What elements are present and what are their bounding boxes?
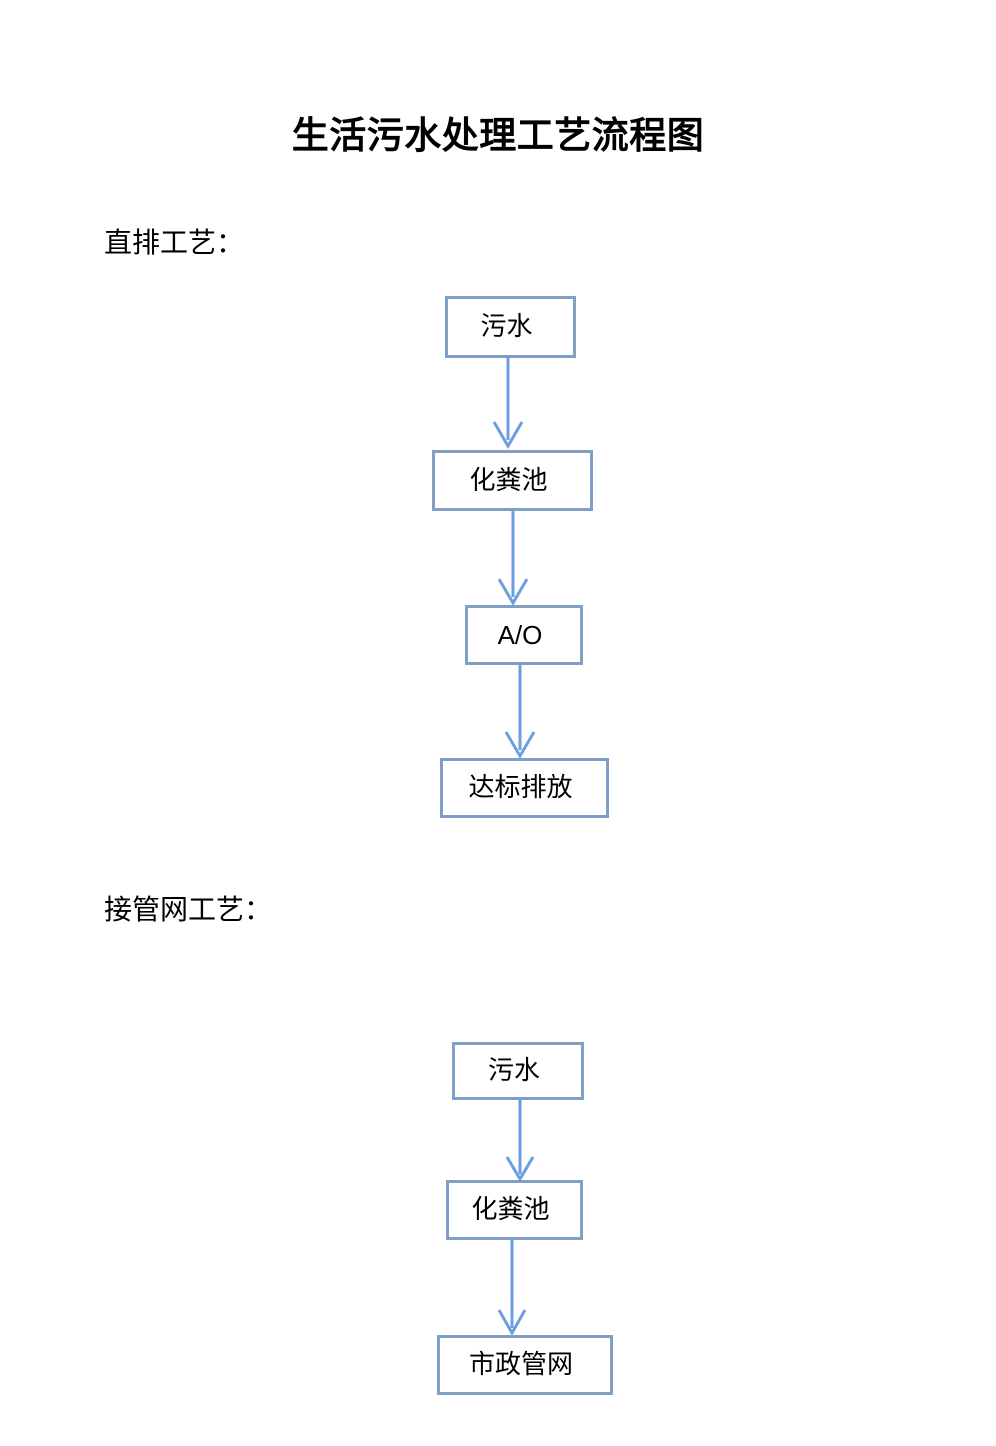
arrow-down-icon-p2-p3	[492, 1240, 532, 1337]
flow-node-d2: 化粪池	[432, 450, 593, 511]
flow-node-d4: 达标排放	[440, 758, 609, 818]
arrow-down-icon-d2-d3	[493, 511, 533, 606]
flow-node-label: 污水	[480, 312, 533, 341]
arrow-down-icon-d3-d4	[500, 665, 540, 759]
page-title: 生活污水处理工艺流程图	[291, 115, 705, 156]
flow-node-d3: A/O	[465, 605, 583, 665]
flow-node-p2: 化粪池	[446, 1180, 583, 1240]
section-label-direct-discharge: 直排工艺：	[104, 228, 245, 259]
section-label-municipal-connection: 接管网工艺：	[104, 895, 273, 926]
flow-node-label: 污水	[487, 1056, 540, 1085]
flow-node-label: 化粪池	[469, 465, 548, 495]
flow-node-label: 市政管网	[468, 1350, 573, 1379]
flow-node-label: 达标排放	[468, 773, 573, 802]
arrow-down-icon-p1-p2	[500, 1100, 540, 1182]
flow-node-label: 化粪池	[471, 1195, 550, 1224]
flow-node-d1: 污水	[445, 296, 576, 358]
flow-node-p3: 市政管网	[437, 1335, 613, 1395]
flow-node-label: A/O	[497, 620, 543, 650]
flow-node-p1: 污水	[452, 1042, 584, 1100]
arrow-down-icon-d1-d2	[488, 356, 528, 450]
